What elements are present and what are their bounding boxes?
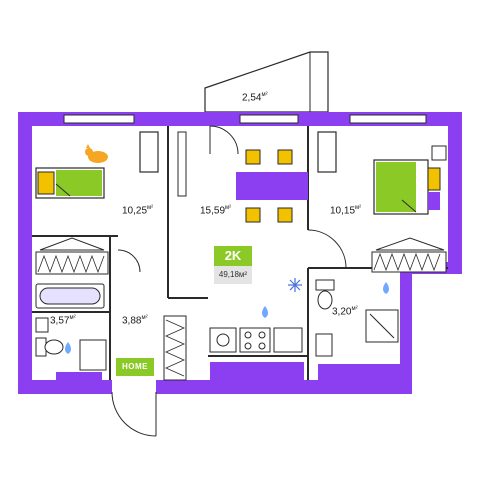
door-icon (209, 125, 239, 155)
wc-area-label: 3,20м² (332, 306, 358, 318)
bedroom-left (35, 131, 159, 275)
dining-table-icon (236, 172, 308, 200)
water-drop-icon (383, 282, 389, 294)
wardrobe-icon (35, 237, 109, 275)
wardrobe-icon (371, 237, 447, 273)
chair-icon (245, 149, 293, 223)
sink-icon (209, 327, 237, 353)
bedroom-right (307, 131, 447, 273)
door-icon (111, 391, 157, 437)
toilet-icon (315, 279, 335, 310)
window-icon (63, 114, 427, 124)
balcony (204, 51, 329, 113)
bedroom-left-area-label: 10,25м² (122, 205, 154, 217)
hall (111, 249, 187, 437)
entrance-home-sign: HOME (116, 358, 154, 376)
living-kitchen-area-label: 15,59м² (200, 205, 232, 217)
balcony-area-label: 2,54м² (242, 92, 268, 104)
stove-icon (239, 327, 271, 353)
wc (315, 279, 400, 386)
apartment-type-label: 2K (214, 246, 252, 266)
apartment-type-badge: 2K 49,18м² (214, 246, 252, 286)
toilet-icon (35, 337, 64, 357)
bed-icon (35, 167, 105, 199)
cat-icon (85, 144, 108, 163)
total-area-label: 49,18м² (214, 266, 252, 284)
bedroom-right-area-label: 10,15м² (330, 205, 362, 217)
water-drop-icon (262, 306, 268, 318)
living-kitchen (177, 125, 308, 386)
bathroom-area-label: 3,57м² (50, 315, 76, 327)
bathtub-icon (35, 283, 105, 309)
wardrobe-icon (163, 315, 187, 381)
bathroom (35, 283, 107, 388)
bed-icon (373, 145, 447, 215)
snowflake-icon (288, 278, 302, 292)
hall-area-label: 3,88м² (122, 315, 148, 327)
water-drop-icon (65, 342, 71, 354)
